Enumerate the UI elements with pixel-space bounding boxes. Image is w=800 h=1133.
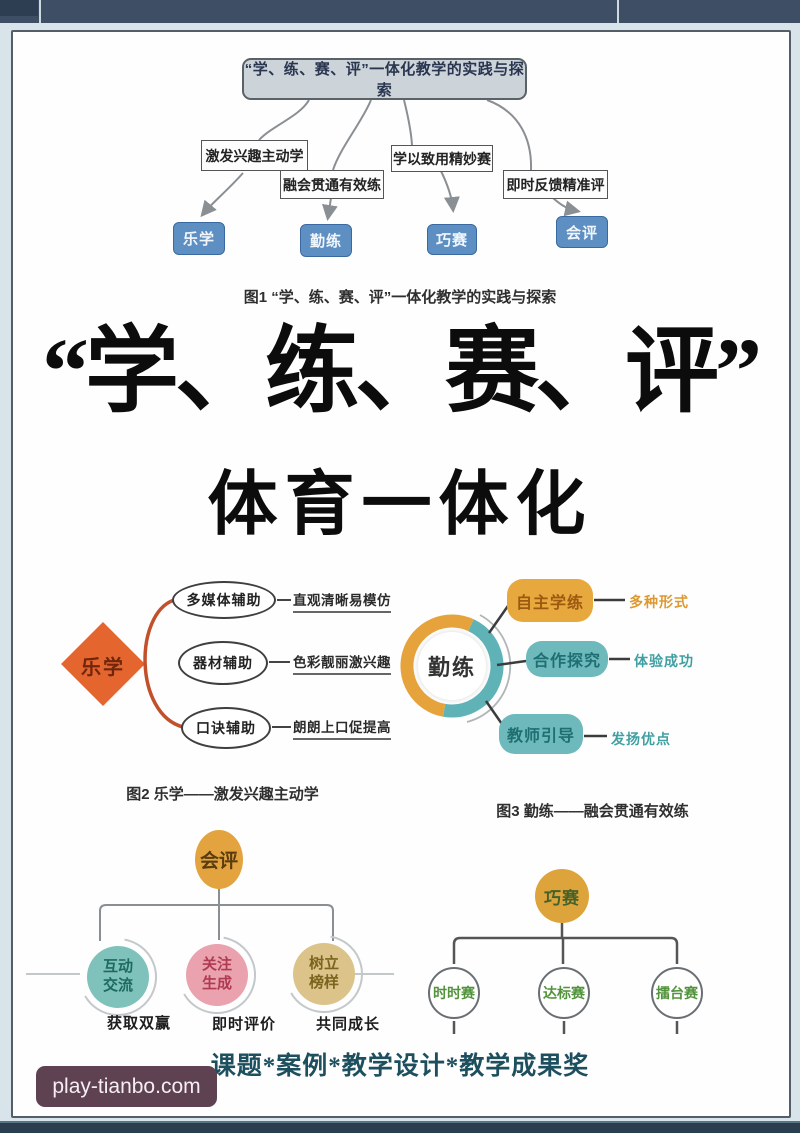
top-bar-divider-left	[39, 0, 41, 23]
figure2-root-label: 乐学	[81, 657, 125, 679]
figure3-outcome-1: 多种形式	[629, 594, 689, 610]
figure3-node-teacher-guidance: 教师引导	[499, 714, 583, 754]
figure5-node-arena-contest: 擂台赛	[651, 967, 703, 1019]
figure1-title-box: “学、练、赛、评”一体化教学的实践与探索	[242, 58, 527, 100]
hero-title-line1: “学、练、赛、评”	[41, 320, 762, 424]
hero-title-line2: 体育一体化	[207, 467, 593, 544]
figure1-caption: 图1 “学、练、赛、评”一体化教学的实践与探索	[243, 289, 557, 306]
figure2-outcome-2: 色彩靓丽激兴趣	[293, 651, 391, 675]
strategy-box-compete: 学以致用精妙赛	[391, 145, 493, 172]
figure4-node-generation: 关注生成	[186, 944, 248, 1006]
figure4-outcome-1: 获取双赢	[106, 1015, 171, 1032]
figure3-caption: 图3 勤练——融会贯通有效练	[496, 803, 689, 820]
figure2-node-mnemonic: 口诀辅助	[181, 707, 271, 749]
figure4-node-role-model: 树立榜样	[293, 943, 355, 1005]
figure5-node-timed-contest: 时时赛	[428, 967, 480, 1019]
figure2-caption: 图2 乐学——激发兴趣主动学	[126, 786, 319, 803]
figure5-node-standard-contest: 达标赛	[538, 967, 590, 1019]
stage-box-skillful-contest: 巧赛	[427, 224, 477, 255]
top-window-bar	[0, 0, 800, 23]
figure2-outcome-1: 直观清晰易模仿	[293, 589, 391, 613]
stage-box-happy-learning: 乐学	[173, 222, 225, 255]
figure3-outcome-2: 体验成功	[634, 653, 694, 669]
figure2-outcome-3: 朗朗上口促提高	[293, 716, 391, 740]
figure2-node-equipment: 器材辅助	[178, 641, 268, 685]
figure3-node-cooperative-inquiry: 合作探究	[526, 641, 608, 677]
strategy-box-practice: 融会贯通有效练	[280, 170, 384, 199]
stage-box-diligent-practice: 勤练	[300, 224, 352, 257]
figure4-outcome-3: 共同成长	[315, 1016, 380, 1033]
watermark-badge: play-tianbo.com	[36, 1066, 217, 1107]
figure3-root-circle: 勤练	[418, 632, 486, 700]
figure4-node-interaction: 互动交流	[87, 946, 149, 1008]
stage-box-joint-evaluation: 会评	[556, 216, 608, 248]
figure4-root-circle: 会评	[195, 830, 243, 889]
figure2-node-multimedia: 多媒体辅助	[172, 581, 276, 619]
figure3-node-self-practice: 自主学练	[507, 579, 593, 622]
figure4-outcome-2: 即时评价	[211, 1016, 276, 1033]
top-bar-left-segment	[0, 0, 38, 16]
bottom-window-bar	[0, 1121, 800, 1133]
strategy-box-learn: 激发兴趣主动学	[201, 140, 308, 171]
top-bar-divider-right	[617, 0, 619, 23]
figure3-outcome-3: 发扬优点	[611, 731, 671, 747]
figure5-root-circle: 巧赛	[535, 869, 589, 923]
strategy-box-evaluate: 即时反馈精准评	[503, 170, 608, 199]
footer-caption: 课题*案例*教学设计*教学成果奖	[210, 1053, 590, 1080]
